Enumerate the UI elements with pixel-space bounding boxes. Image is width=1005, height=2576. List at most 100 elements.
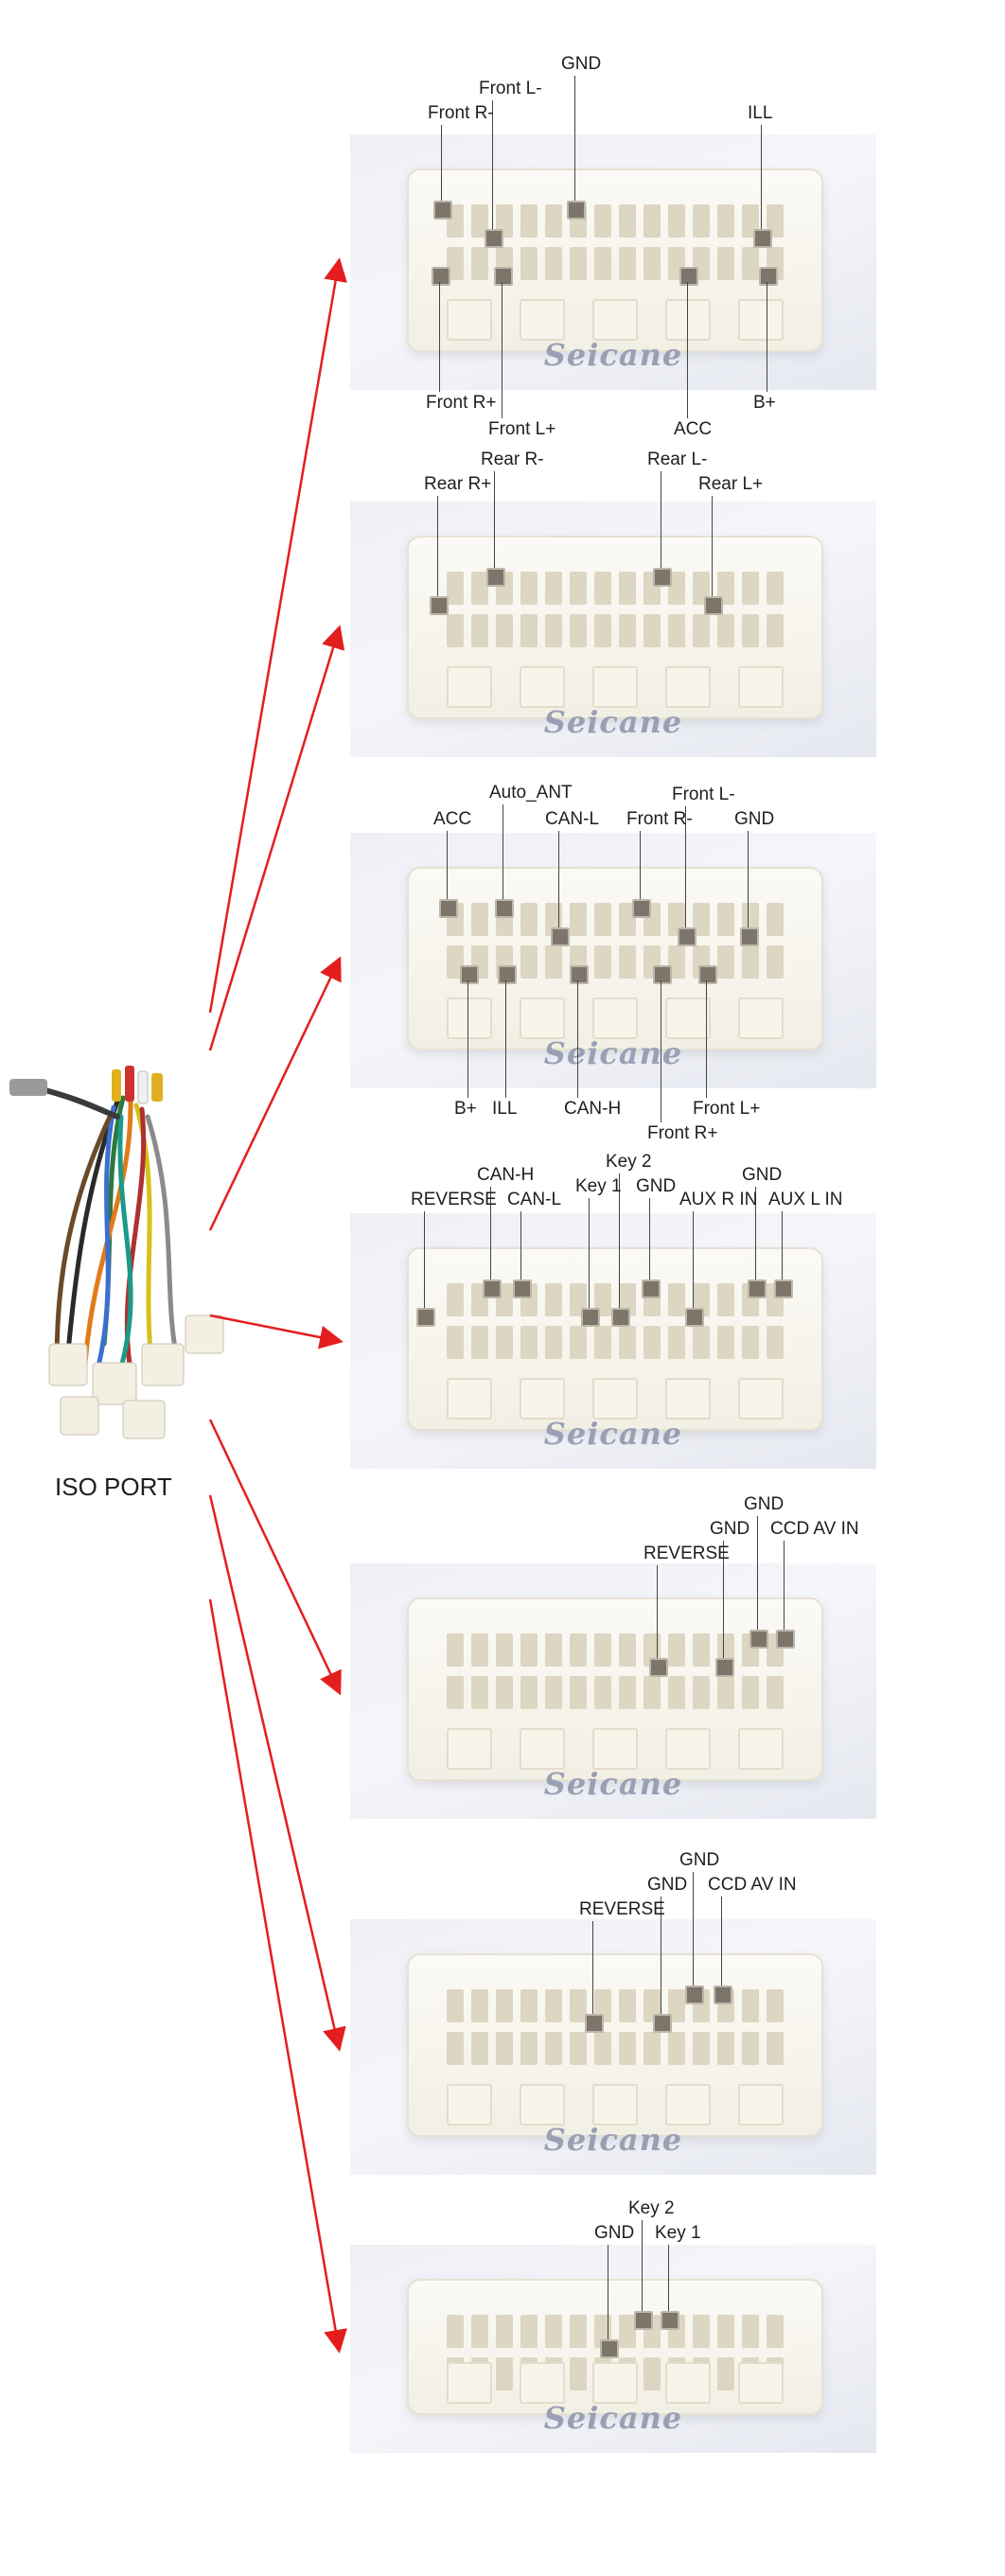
pin-slot	[767, 903, 784, 936]
pin-slot	[693, 2315, 710, 2348]
brand-watermark: Seicane	[543, 704, 683, 740]
pin-label: ILL	[492, 1099, 518, 1119]
pin-contact	[551, 927, 570, 946]
connector-key	[665, 1378, 711, 1420]
pin-label: ACC	[433, 809, 472, 829]
pin-contact	[649, 1658, 668, 1677]
pin-contact	[567, 201, 586, 220]
pin-slot	[471, 1676, 488, 1709]
pin-slot	[717, 247, 734, 280]
pin-slot	[447, 2315, 464, 2348]
pin-slot	[644, 2032, 661, 2065]
pin-contact	[704, 596, 723, 615]
pin-contact	[416, 1308, 435, 1327]
pin-contact	[585, 2014, 604, 2033]
pin-slot	[471, 204, 488, 238]
pin-slot	[594, 945, 611, 979]
pin-contact	[776, 1630, 795, 1649]
pin-slot	[594, 1676, 611, 1709]
pin-slot	[619, 247, 636, 280]
connector-key	[738, 2084, 784, 2126]
pin-slot	[767, 572, 784, 605]
pin-slot	[619, 1633, 636, 1667]
pin-contact	[653, 2014, 672, 2033]
pin-slots	[447, 1989, 784, 2065]
pin-slot	[644, 247, 661, 280]
leader-line	[577, 980, 578, 1098]
pin-slot	[496, 1989, 513, 2022]
pin-slot	[520, 903, 538, 936]
pin-slot	[693, 204, 710, 238]
pin-contact	[653, 965, 672, 984]
pin-slot	[619, 572, 636, 605]
connector-photo-3: Seicane	[350, 833, 876, 1088]
leader-line	[649, 1198, 650, 1279]
leader-line	[640, 831, 641, 899]
connector-key	[520, 2362, 565, 2404]
pin-label: CAN-H	[477, 1165, 535, 1185]
pin-slot	[668, 2032, 685, 2065]
pin-slot	[619, 903, 636, 936]
arrow-7	[208, 1598, 347, 2354]
leader-line	[439, 282, 440, 392]
pin-slot	[545, 1283, 562, 1316]
leader-line	[712, 496, 713, 596]
pin-contact	[581, 1308, 600, 1327]
connector-key	[447, 299, 492, 341]
pin-slot	[668, 1633, 685, 1667]
pin-label: Rear L+	[698, 474, 764, 494]
pin-slot	[619, 1676, 636, 1709]
pin-slot	[520, 1326, 538, 1359]
pin-slot	[570, 247, 587, 280]
leader-line	[592, 1921, 593, 2014]
pin-contact	[430, 596, 449, 615]
pin-contact	[513, 1279, 532, 1298]
pin-label: GND	[647, 1875, 688, 1895]
pin-slot	[447, 1326, 464, 1359]
pin-contact	[749, 1630, 768, 1649]
pin-slot	[693, 1676, 710, 1709]
pin-slot	[496, 2315, 513, 2348]
pin-slot	[496, 1633, 513, 1667]
connector-key	[738, 2362, 784, 2404]
connector-photo-1: Seicane	[350, 134, 876, 390]
connector-key	[447, 2362, 492, 2404]
pin-contact	[714, 1985, 732, 2004]
pin-slot	[668, 1326, 685, 1359]
pin-slot	[668, 204, 685, 238]
pin-label: Front L-	[479, 79, 542, 98]
connector-key	[592, 299, 638, 341]
pin-slots	[447, 572, 784, 647]
leader-line	[685, 806, 686, 927]
pin-contact	[600, 2339, 619, 2358]
pin-contact	[748, 1279, 767, 1298]
connector-key	[520, 1728, 565, 1770]
connector-key	[520, 1378, 565, 1420]
pin-contact	[685, 1985, 704, 2004]
pin-slot	[447, 614, 464, 647]
pin-label: Rear L-	[647, 450, 708, 469]
pin-slot	[496, 2357, 513, 2391]
connector-key	[665, 2362, 711, 2404]
pin-slot	[447, 1283, 464, 1316]
leader-line	[520, 1211, 521, 1279]
connector-key	[665, 299, 711, 341]
leader-line	[574, 76, 575, 201]
leader-line	[502, 804, 503, 899]
pin-slots	[447, 204, 784, 280]
pin-label: AUX L IN	[768, 1190, 843, 1209]
pin-slot	[594, 204, 611, 238]
connector-key	[520, 997, 565, 1039]
pin-slot	[717, 614, 734, 647]
connector-key	[592, 1378, 638, 1420]
connector-photo-6: Seicane	[350, 1919, 876, 2175]
leader-line	[447, 831, 448, 899]
pin-slot	[767, 2315, 784, 2348]
pin-contact	[740, 927, 759, 946]
connector-key	[738, 299, 784, 341]
connector-photo-2: Seicane	[350, 502, 876, 757]
pin-slot	[742, 2315, 759, 2348]
pin-slot	[520, 1633, 538, 1667]
leader-line	[761, 125, 762, 229]
